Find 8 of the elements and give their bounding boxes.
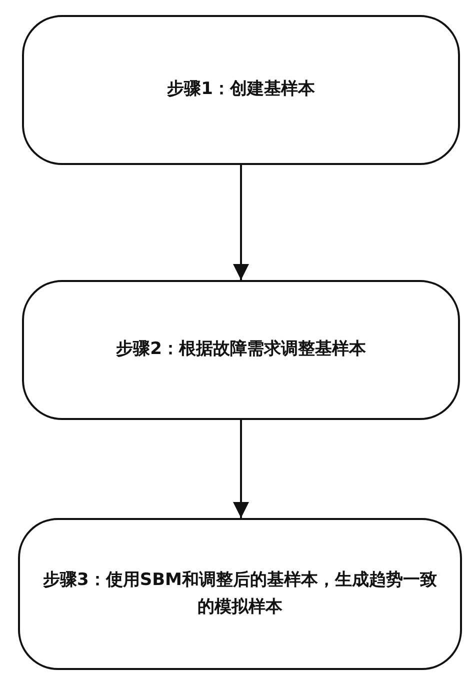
rounded-process-box [22, 15, 460, 165]
step-text: 步骤2：根据故障需求调整基样本 [116, 338, 366, 362]
step-text: 步骤1：创建基样本 [167, 78, 315, 102]
step-text: 步骤3：使用SBM和调整后的基样本，生成趋势一致的模拟样本 [42, 568, 438, 619]
rounded-process-box [22, 280, 460, 420]
arrow [233, 165, 249, 280]
arrow [233, 420, 249, 518]
rounded-process-box [18, 518, 462, 670]
